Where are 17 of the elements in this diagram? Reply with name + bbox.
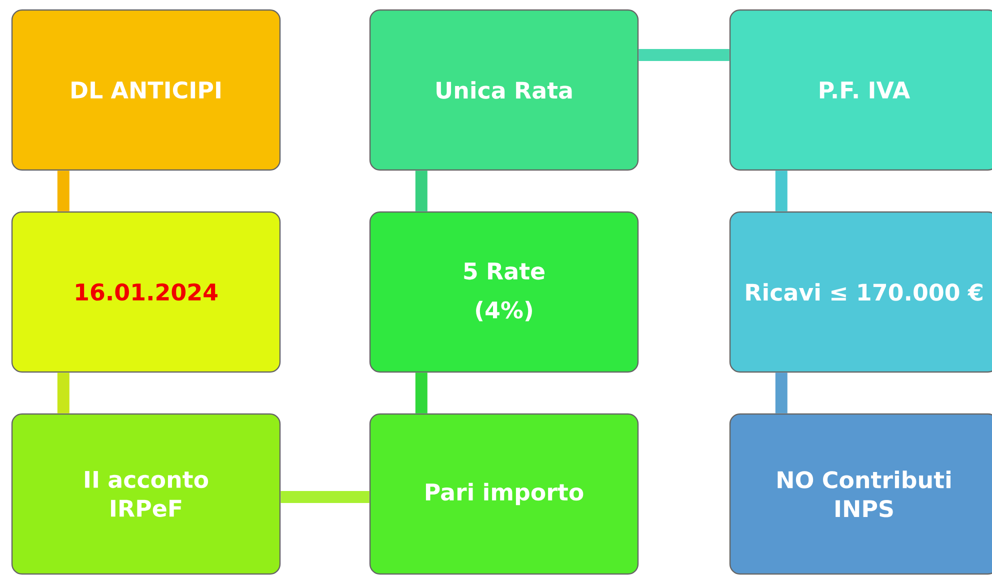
connector-bar bbox=[57, 372, 70, 414]
process-box: Unica Rata bbox=[369, 9, 639, 171]
process-box: 16.01.2024 bbox=[11, 211, 281, 373]
connector-bar bbox=[775, 170, 788, 212]
connector-bar bbox=[775, 372, 788, 414]
connector-bar bbox=[415, 372, 428, 414]
connector-bar bbox=[57, 170, 70, 212]
process-box: DL ANTICIPI bbox=[11, 9, 281, 171]
process-box: NO Contributi INPS bbox=[729, 413, 992, 575]
connector-bar bbox=[280, 491, 370, 503]
process-box: P.F. IVA bbox=[729, 9, 992, 171]
process-box: Ricavi ≤ 170.000 € bbox=[729, 211, 992, 373]
process-box: II acconto IRPeF bbox=[11, 413, 281, 575]
process-box: Pari importo bbox=[369, 413, 639, 575]
connector-bar bbox=[415, 170, 428, 212]
connector-bar bbox=[638, 49, 730, 61]
process-box: 5 Rate (4%) bbox=[369, 211, 639, 373]
